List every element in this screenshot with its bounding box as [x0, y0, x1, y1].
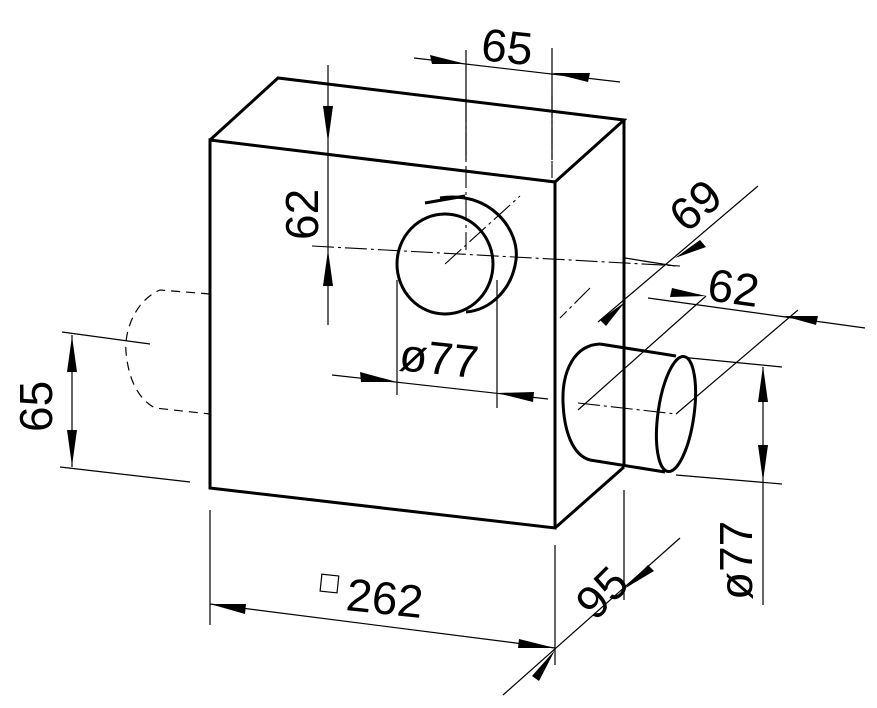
square-symbol	[319, 573, 340, 594]
dim-left-height: 65	[10, 331, 191, 483]
dim-top-height-label: 62	[276, 189, 328, 240]
dim-depth-95: 95	[502, 490, 681, 696]
dim-top-height: 62	[276, 65, 333, 325]
side-cylinder-base	[561, 342, 601, 462]
front-cylinder-back-rim	[439, 195, 518, 314]
side-cylinder-top-edge	[599, 342, 677, 358]
dim-side-offset-label: 62	[705, 258, 763, 317]
arrow	[784, 316, 818, 325]
dim-width: 262	[209, 510, 556, 665]
dim-left-height-label: 65	[10, 381, 62, 432]
front-cylinder	[395, 194, 518, 316]
arrow	[758, 366, 768, 402]
arrow	[518, 639, 555, 648]
arrow	[552, 73, 590, 82]
dim-front-bore-label: ø77	[397, 328, 481, 388]
arrow	[624, 565, 654, 589]
arrow	[600, 302, 625, 326]
arrow	[323, 106, 333, 142]
arrow	[758, 445, 768, 481]
dim-width-label: 262	[344, 568, 426, 628]
side-cylinder	[561, 342, 698, 474]
arrow	[497, 392, 534, 402]
hidden-left-cylinder	[125, 289, 211, 415]
arrow	[323, 250, 333, 286]
arrow	[532, 650, 555, 681]
arrow	[360, 372, 397, 382]
box-body	[208, 76, 628, 530]
dim-side-bore: ø77	[675, 356, 783, 605]
arrow	[675, 240, 706, 258]
dim-side-offset: 62	[577, 258, 866, 415]
dim-top-offset-label: 65	[479, 18, 535, 75]
front-cylinder-top-edge	[424, 194, 466, 205]
dim-top-offset: 65	[413, 18, 621, 160]
box-side-bottom-edge	[554, 465, 625, 530]
dim-side-bore-label: ø77	[710, 521, 762, 600]
dim-depth-69-label: 69	[659, 169, 732, 242]
box-top-face	[208, 76, 628, 184]
front-cylinder-face	[395, 212, 495, 316]
side-cylinder-bottom-edge	[589, 458, 666, 474]
arrow	[670, 288, 706, 297]
box-front-face	[208, 138, 557, 530]
arrow	[67, 430, 77, 466]
arrow	[67, 336, 77, 372]
dim-depth-95-label: 95	[565, 556, 638, 629]
dim-front-bore: ø77	[331, 280, 549, 408]
arrow	[210, 604, 246, 614]
arrow	[430, 55, 466, 64]
